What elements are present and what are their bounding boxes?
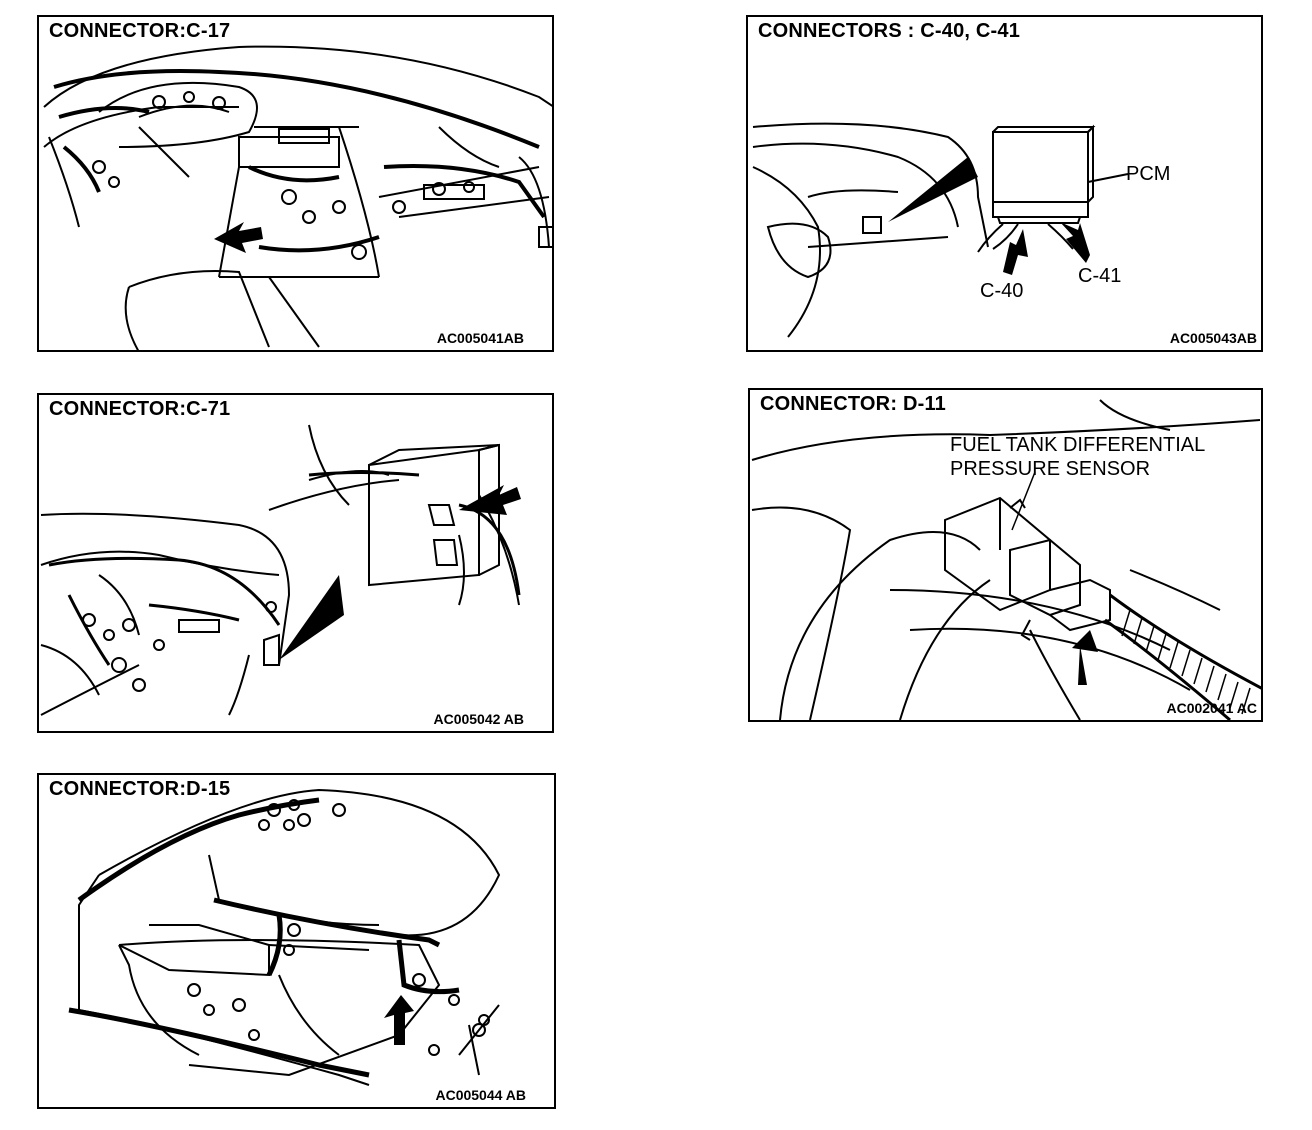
figure-code: AC005041AB: [436, 330, 524, 346]
c41-label: C-41: [1078, 265, 1122, 287]
panel-title: CONNECTORS : C-40, C-41: [756, 20, 1023, 43]
figure-code: AC002041 AC: [1166, 700, 1257, 716]
figure-code: AC005042 AB: [433, 711, 524, 727]
diagram-panel-d11: CONNECTOR: D-11 FUEL TANK DIFFERENTIAL P…: [748, 388, 1263, 722]
figure-code: AC005044 AB: [435, 1087, 526, 1103]
c40-label: C-40: [980, 280, 1024, 302]
diagram-panel-c40-c41: CONNECTORS : C-40, C-41 PCM C-40 C-41 AC…: [746, 15, 1263, 352]
diagram-panel-d15: CONNECTOR:D-15 AC005044 AB: [37, 773, 556, 1109]
panel-title: CONNECTOR:C-71: [47, 398, 233, 421]
figure-code: AC005043AB: [1169, 330, 1257, 346]
sensor-label-line1: FUEL TANK DIFFERENTIAL: [950, 434, 1206, 456]
diagram-panel-c71: CONNECTOR:C-71 AC005042 AB: [37, 393, 554, 733]
pcm-illustration: [752, 122, 1129, 338]
diagram-panel-c17: CONNECTOR:C-17 AC005041AB: [37, 15, 554, 352]
sensor-label-line2: PRESSURE SENSOR: [950, 458, 1151, 480]
panel-title: CONNECTOR: D-11: [758, 393, 948, 416]
pcm-label: PCM: [1126, 163, 1171, 185]
panel-title: CONNECTOR:D-15: [47, 778, 233, 801]
dashboard-relay-illustration: [40, 424, 521, 716]
panel-title: CONNECTOR:C-17: [47, 20, 233, 43]
dashboard-illustration: [43, 45, 552, 350]
floor-harness-illustration: [68, 788, 501, 1086]
fuel-tank-sensor-illustration: [751, 399, 1261, 720]
